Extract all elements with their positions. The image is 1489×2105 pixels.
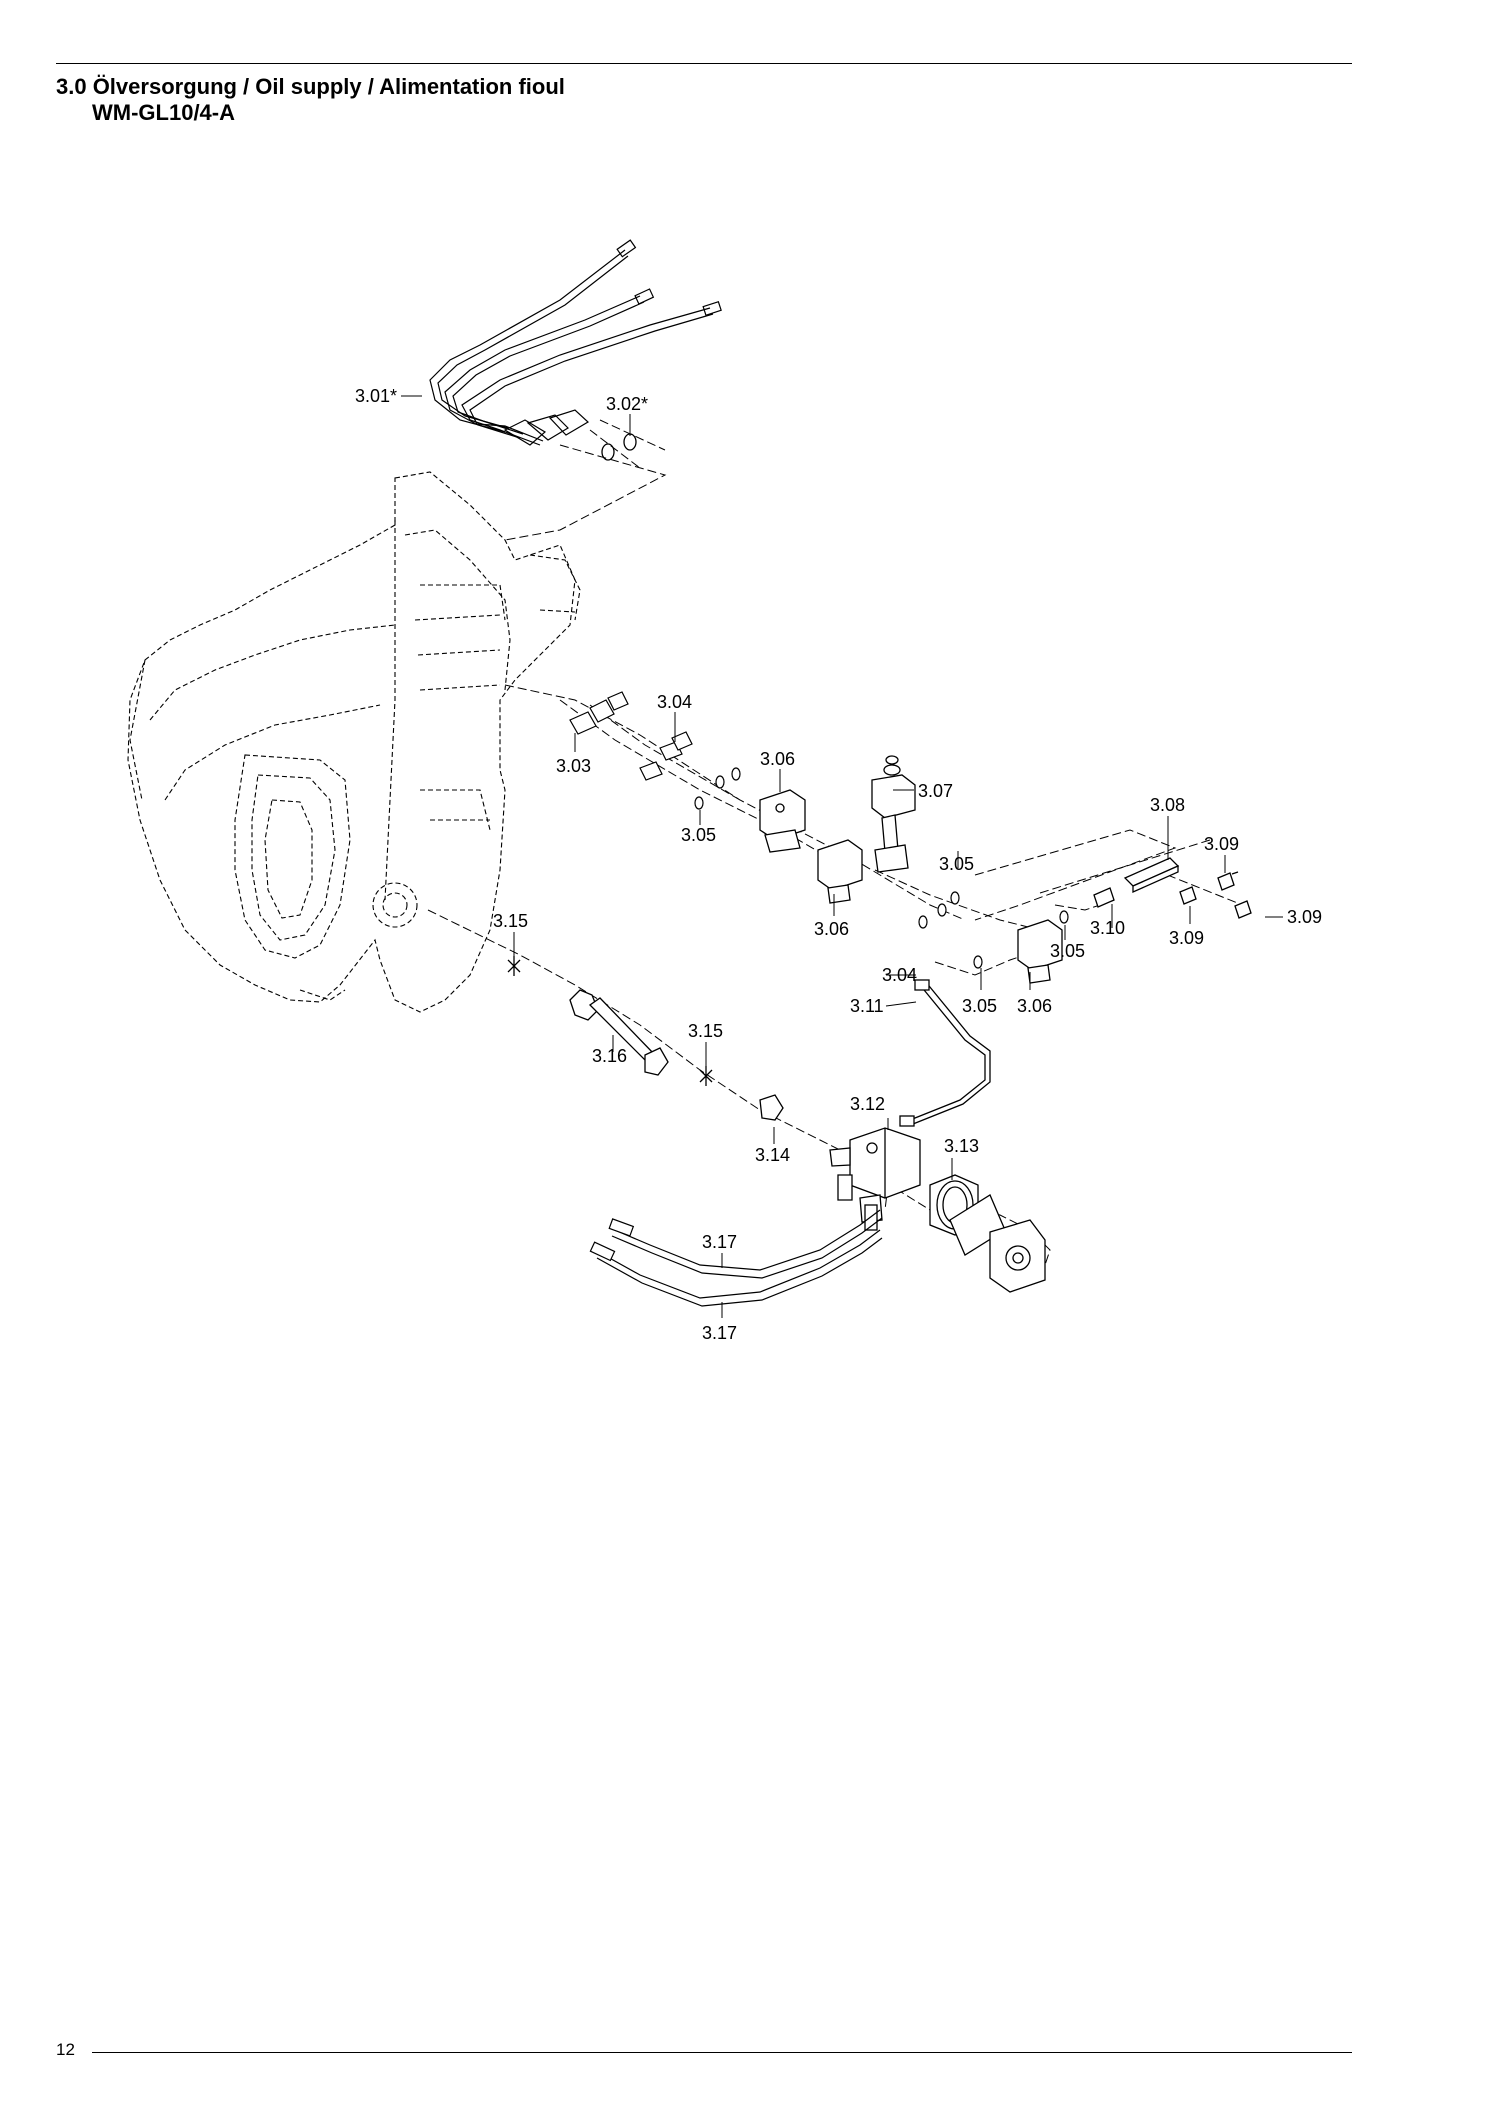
burner-housing-outline — [127, 471, 581, 1013]
page-number: 12 — [56, 2040, 75, 2059]
label-3-12: 3.12 — [850, 1094, 885, 1114]
coupling-316 — [569, 989, 669, 1076]
label-3-05-right: 3.05 — [1050, 941, 1085, 961]
oil-hoses-upper — [429, 239, 722, 446]
part-labels: 3.01* 3.02* 3.03 3.04 3.05 3.06 3.07 3.0… — [355, 386, 1322, 1343]
fittings-group — [569, 691, 1069, 969]
header-rule — [56, 63, 1352, 64]
leader-lines — [401, 395, 1283, 1318]
label-3-17-upper: 3.17 — [702, 1232, 737, 1252]
solenoid-coil-307 — [871, 755, 916, 873]
footer-rule — [92, 2052, 1352, 2053]
solenoid-valves — [759, 789, 1063, 984]
label-3-05-left: 3.05 — [681, 825, 716, 845]
label-3-06-lower: 3.06 — [814, 919, 849, 939]
distributor-block-308 — [1093, 857, 1252, 919]
label-3-06-right: 3.06 — [1017, 996, 1052, 1016]
label-3-09-bottom: 3.09 — [1169, 928, 1204, 948]
label-3-05-middle: 3.05 — [939, 854, 974, 874]
label-3-08: 3.08 — [1150, 795, 1185, 815]
label-3-06-upper: 3.06 — [760, 749, 795, 769]
label-3-01: 3.01* — [355, 386, 397, 406]
label-3-09-right: 3.09 — [1287, 907, 1322, 927]
oil-hoses-lower — [589, 1209, 883, 1307]
label-3-16: 3.16 — [592, 1046, 627, 1066]
label-3-10: 3.10 — [1090, 918, 1125, 938]
label-3-14: 3.14 — [755, 1145, 790, 1165]
oil-pipe-311 — [899, 979, 991, 1127]
seal-rings-302 — [601, 433, 637, 461]
label-3-05-bottom: 3.05 — [962, 996, 997, 1016]
pump-filter-313 — [929, 1174, 1046, 1293]
label-3-13: 3.13 — [944, 1136, 979, 1156]
coupling-sleeves-315 — [507, 956, 713, 1086]
label-3-17-lower: 3.17 — [702, 1323, 737, 1343]
label-3-15-lower: 3.15 — [688, 1021, 723, 1041]
label-3-07: 3.07 — [918, 781, 953, 801]
label-3-03: 3.03 — [556, 756, 591, 776]
label-3-11: 3.11 — [850, 996, 884, 1016]
label-3-04-lower: 3.04 — [882, 965, 917, 985]
label-3-15-upper: 3.15 — [493, 911, 528, 931]
page-title: 3.0 Ölversorgung / Oil supply / Alimenta… — [56, 74, 565, 99]
model-subtitle: WM-GL10/4-A — [92, 100, 235, 125]
label-3-02: 3.02* — [606, 394, 648, 414]
label-3-04-upper: 3.04 — [657, 692, 692, 712]
coupling-insert-314 — [759, 1094, 784, 1121]
label-3-09-top: 3.09 — [1204, 834, 1239, 854]
